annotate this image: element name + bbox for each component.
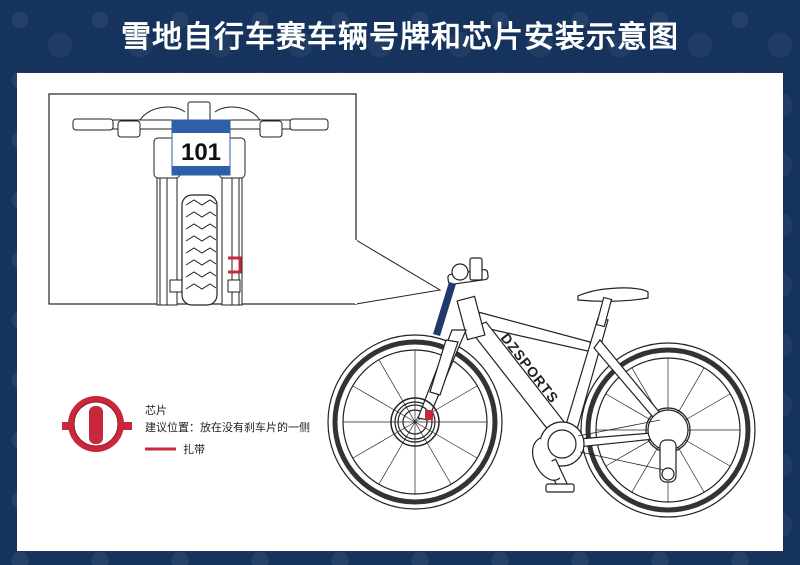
plate-number: 101 — [181, 139, 221, 166]
chip-strap-bike — [425, 410, 433, 420]
crankset — [532, 421, 585, 493]
legend — [62, 396, 176, 452]
front-disc-brake — [390, 397, 440, 447]
number-plate: 101 — [171, 119, 231, 176]
fork — [153, 137, 246, 306]
bicycle: DZSPORTS — [327, 257, 756, 518]
front-tyre-top — [181, 194, 218, 306]
front-wheel — [327, 334, 503, 510]
rear-drivetrain — [577, 409, 689, 483]
legend-chip-label: 芯片 — [145, 404, 167, 417]
chip-icon — [62, 396, 132, 452]
chip-strap-closeup — [228, 256, 242, 274]
legend-strap-label: 扎带 — [183, 443, 205, 456]
number-plate-bike — [433, 282, 456, 336]
legend-position-note: 建议位置：放在没有刹车片的一侧 — [145, 421, 310, 434]
page-title: 雪地自行车赛车辆号牌和芯片安装示意图 — [121, 20, 679, 55]
inset-closeup: 101 — [48, 93, 442, 306]
cockpit — [447, 257, 489, 285]
saddle — [577, 287, 649, 328]
front-fork — [417, 329, 467, 421]
